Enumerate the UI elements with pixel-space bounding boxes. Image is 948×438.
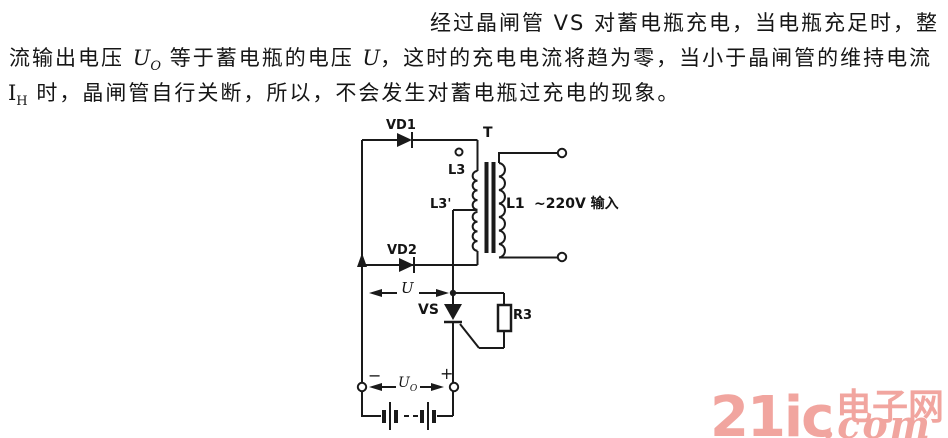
plus-terminal-label: + bbox=[440, 364, 454, 383]
vs-label: VS bbox=[418, 302, 439, 318]
symbol-u: U bbox=[362, 46, 381, 70]
winding-l3 bbox=[471, 170, 478, 211]
symbol-uo: UO bbox=[132, 46, 162, 75]
winding-l1 bbox=[498, 162, 506, 259]
watermark-brand: 21ic bbox=[710, 385, 834, 438]
u-voltage-label: U bbox=[401, 279, 414, 297]
thyristor-vs bbox=[444, 293, 480, 383]
l3-label: L3 bbox=[448, 163, 466, 178]
uo-voltage-label: UO bbox=[398, 375, 418, 394]
winding-l3-tap bbox=[452, 209, 479, 293]
symbol-ih: IH bbox=[8, 81, 28, 110]
r3-label: R3 bbox=[513, 308, 533, 323]
line2-post: ，这时的充电电流将趋为零，当小于晶闸管的维持电流 bbox=[380, 46, 933, 70]
watermark-tld: .com bbox=[822, 402, 932, 438]
paragraph-line-1: 经过晶闸管 VS 对蓄电瓶充电，当电瓶充足时，整 bbox=[430, 7, 939, 37]
transformer-label: T bbox=[483, 125, 493, 141]
line1-text: 经过晶闸管 VS 对蓄电瓶充电，当电瓶充足时，整 bbox=[430, 11, 940, 35]
paragraph-line-2: 流输出电压 UO 等于蓄电瓶的电压 U，这时的充电电流将趋为零，当小于晶闸管的维… bbox=[9, 42, 932, 74]
line3-text: 时，晶闸管自行关断，所以，不会发生对蓄电瓶过充电的现象。 bbox=[27, 81, 681, 105]
current-direction-arrow-icon bbox=[357, 253, 367, 267]
mains-input-label: ~220V 输入 bbox=[534, 196, 619, 212]
transformer-core bbox=[484, 162, 496, 253]
line2-pre: 流输出电压 bbox=[9, 46, 133, 70]
resistor-r3 bbox=[453, 292, 513, 349]
diode-vd1 bbox=[362, 132, 479, 171]
l1-label: L1 bbox=[506, 196, 525, 212]
vd1-label: VD1 bbox=[386, 118, 416, 133]
l3-tap-label: L3' bbox=[430, 197, 452, 212]
battery bbox=[361, 391, 454, 430]
mains-terminals bbox=[498, 147, 568, 263]
uo-dimension-arrows bbox=[369, 383, 444, 391]
vd2-label: VD2 bbox=[387, 243, 417, 258]
minus-terminal-label: − bbox=[368, 366, 382, 385]
winding-polarity-dot bbox=[454, 147, 464, 157]
line2-mid: 等于蓄电瓶的电压 bbox=[161, 46, 363, 70]
diode-vd2 bbox=[362, 257, 478, 273]
paragraph-line-3: IH 时，晶闸管自行关断，所以，不会发生对蓄电瓶过充电的现象。 bbox=[8, 77, 680, 109]
watermark-site-cn: 电子网 bbox=[836, 387, 945, 428]
u-dimension-arrows bbox=[369, 289, 449, 297]
